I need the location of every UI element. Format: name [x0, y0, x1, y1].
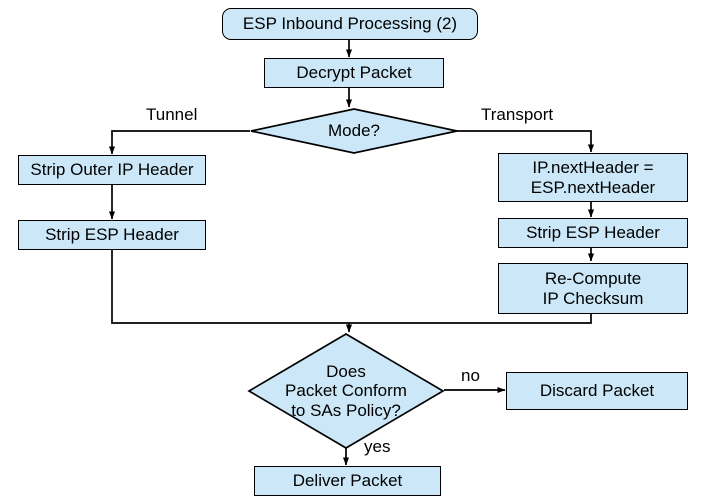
node-label: Strip Outer IP Header — [30, 160, 194, 180]
node-discard-packet[interactable]: Discard Packet — [506, 372, 688, 410]
node-label: ESP Inbound Processing (2) — [242, 14, 458, 34]
node-strip-esp-header-transport[interactable]: Strip ESP Header — [498, 218, 688, 248]
edge-label-tunnel: Tunnel — [146, 105, 198, 124]
node-label: Discard Packet — [539, 381, 655, 401]
node-label: Decrypt Packet — [296, 63, 412, 83]
node-label: IP.nextHeader = ESP.nextHeader — [530, 158, 656, 197]
edge-label-no: no — [461, 366, 480, 385]
node-label: Re-Compute IP Checksum — [542, 269, 644, 308]
node-decrypt-packet[interactable]: Decrypt Packet — [264, 58, 444, 88]
node-label: Strip ESP Header — [526, 223, 660, 243]
node-mode-decision[interactable]: Mode? — [250, 108, 458, 154]
node-strip-esp-header-tunnel[interactable]: Strip ESP Header — [18, 220, 206, 250]
node-start-esp-inbound-processing[interactable]: ESP Inbound Processing (2) — [222, 8, 478, 40]
node-strip-outer-ip-header[interactable]: Strip Outer IP Header — [18, 155, 206, 185]
node-deliver-packet[interactable]: Deliver Packet — [254, 466, 441, 496]
diamond-shape — [247, 333, 445, 449]
node-label: Deliver Packet — [292, 471, 403, 491]
diamond-shape — [250, 108, 458, 154]
node-recompute-ip-checksum[interactable]: Re-Compute IP Checksum — [498, 263, 688, 314]
node-label: Strip ESP Header — [45, 225, 179, 245]
edge-label-yes: yes — [364, 437, 391, 456]
edge-label-transport: Transport — [481, 105, 554, 124]
node-packet-conform-decision[interactable]: Does Packet Conform to SAs Policy? — [247, 333, 445, 449]
node-label: Does Packet Conform to SAs Policy? — [285, 361, 407, 420]
node-label: Mode? — [328, 121, 380, 141]
node-ip-nextheader-assign[interactable]: IP.nextHeader = ESP.nextHeader — [498, 153, 688, 202]
